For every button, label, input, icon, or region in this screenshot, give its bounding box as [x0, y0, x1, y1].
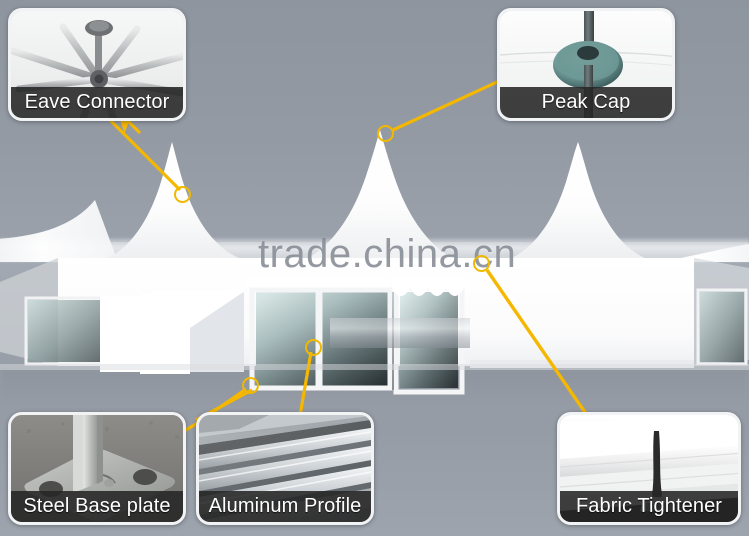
scene-ground-shadow [0, 368, 749, 408]
marker-fabric-tightener[interactable] [473, 255, 490, 272]
callout-label-steel-base-plate: Steel Base plate [11, 491, 183, 522]
callout-label-fabric-tightener: Fabric Tightener [560, 491, 738, 522]
marker-steel-base-plate[interactable] [242, 377, 259, 394]
marker-eave-connector[interactable] [174, 186, 191, 203]
watermark-text: trade.china.cn [258, 232, 517, 276]
callout-peak-cap[interactable]: Peak Cap [497, 8, 675, 121]
callout-label-eave-connector: Eave Connector [11, 87, 183, 118]
callout-eave-connector[interactable]: Eave Connector [8, 8, 186, 121]
callout-label-aluminum-profile: Aluminum Profile [199, 491, 371, 522]
marker-aluminum-profile[interactable] [305, 339, 322, 356]
callout-fabric-tightener[interactable]: Fabric Tightener [557, 412, 741, 525]
marker-peak-cap[interactable] [377, 125, 394, 142]
callout-aluminum-profile[interactable]: Aluminum Profile [196, 412, 374, 525]
callout-steel-base-plate[interactable]: Steel Base plate [8, 412, 186, 525]
callout-label-peak-cap: Peak Cap [500, 87, 672, 118]
